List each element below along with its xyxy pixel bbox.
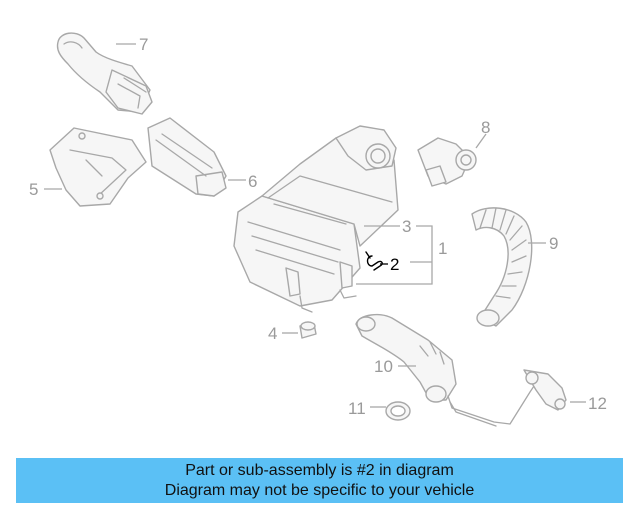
part-12-vent-hose[interactable] [447, 369, 567, 427]
part-1-air-cleaner-assembly[interactable] [233, 125, 399, 313]
callout-4[interactable]: 4 [268, 324, 277, 343]
part-10-intake-tube[interactable] [355, 313, 457, 403]
callout-9[interactable]: 9 [549, 234, 558, 253]
leader-8 [475, 133, 487, 149]
callout-3[interactable]: 3 [402, 217, 411, 236]
callout-1[interactable]: 1 [438, 239, 447, 258]
part-8-maf-sensor[interactable] [417, 137, 477, 187]
part-5-bracket[interactable] [49, 127, 147, 207]
part-6-snorkel[interactable] [147, 117, 227, 197]
leader-1-bracket [356, 225, 433, 285]
callout-12[interactable]: 12 [588, 394, 607, 413]
callout-2[interactable]: 2 [390, 255, 399, 274]
part-4-grommet[interactable] [299, 321, 317, 339]
part-11-clamp[interactable] [385, 401, 411, 421]
part-2-clip-highlighted[interactable] [365, 251, 383, 271]
callout-7[interactable]: 7 [139, 35, 148, 54]
info-banner: Part or sub-assembly is #2 in diagram Di… [16, 458, 623, 503]
parts-diagram: 7 5 6 8 3 1 [29, 32, 607, 427]
part-9-hose[interactable] [471, 207, 533, 327]
callout-6[interactable]: 6 [248, 172, 257, 191]
banner-line-2: Diagram may not be specific to your vehi… [164, 482, 475, 499]
part-7-intake-duct[interactable] [56, 32, 153, 115]
callout-5[interactable]: 5 [29, 180, 38, 199]
callout-8[interactable]: 8 [481, 118, 490, 137]
callout-11[interactable]: 11 [348, 399, 366, 418]
banner-line-1: Part or sub-assembly is #2 in diagram [185, 462, 454, 479]
callout-10[interactable]: 10 [374, 357, 393, 376]
